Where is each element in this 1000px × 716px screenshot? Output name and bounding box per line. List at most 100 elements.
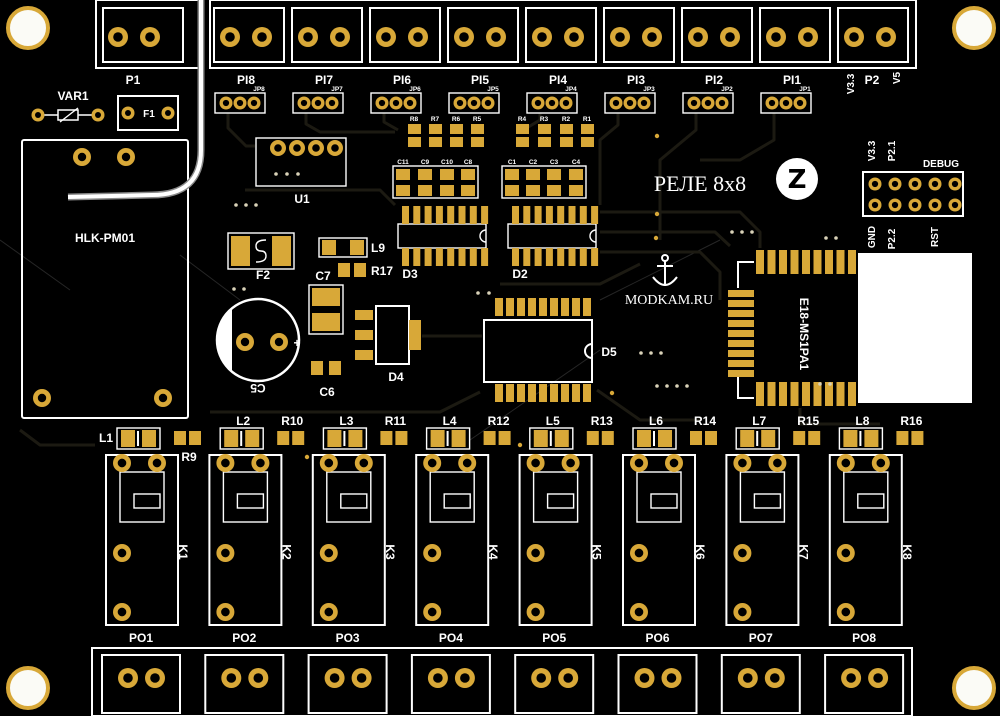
pad-drill [253, 673, 264, 683]
smd-pad [292, 431, 305, 445]
output-terminal: PO3 [307, 631, 388, 714]
debug-pin-label: GND [867, 226, 878, 248]
smd-pad [322, 240, 336, 255]
fuse-label: F1 [143, 109, 155, 120]
led-label: L6 [649, 414, 663, 428]
header-pin [637, 96, 651, 110]
ic-label: D3 [402, 267, 418, 281]
input-terminal-label: PI5 [471, 73, 489, 87]
capacitor-label: C2 [529, 159, 538, 166]
pad-drill [378, 99, 386, 107]
relay-contact [857, 493, 885, 509]
module-pad [728, 320, 754, 327]
resistor-label: R14 [694, 414, 716, 428]
copper-trace [500, 262, 641, 286]
terminal-pad [140, 27, 160, 47]
terminal-outline [447, 7, 519, 63]
input-terminal: PI3 [603, 7, 675, 87]
relay: K6 [622, 454, 707, 626]
smd-pad [471, 124, 484, 134]
relay-pin [733, 454, 752, 472]
ic-chip: D5 [483, 298, 617, 402]
pad-drill [221, 548, 230, 558]
capacitor-label: C1 [508, 159, 517, 166]
logo-letter: Z [788, 165, 807, 195]
terminal-pad [841, 668, 862, 688]
header-pin [467, 96, 481, 110]
varistor-slash [59, 107, 79, 123]
pad-drill [566, 458, 575, 468]
led-label: L8 [855, 414, 869, 428]
resistor-r17: R17 [338, 263, 393, 278]
pad-drill [891, 180, 899, 188]
capacitor-label: C9 [421, 159, 430, 166]
ic-pin [458, 206, 466, 224]
relay-contact [133, 493, 161, 509]
ic-label: D5 [601, 345, 617, 359]
jumper-label: JP4 [565, 86, 577, 93]
output-terminal: PO6 [617, 631, 698, 714]
relay-coil-outline [532, 471, 579, 523]
smd-pad [348, 430, 363, 447]
via [675, 384, 679, 388]
pad-drill [634, 607, 644, 617]
ic-body [483, 319, 593, 383]
pad-drill [427, 607, 437, 617]
relay-pin [630, 544, 648, 562]
fuse-outline [227, 232, 295, 270]
smd-pad [538, 124, 551, 134]
via [828, 382, 832, 386]
terminal-outline [204, 654, 285, 714]
jumper-label: JP7 [331, 86, 343, 93]
module-pad [836, 250, 845, 274]
pad-drill [773, 458, 782, 468]
pad-drill [871, 180, 879, 188]
capacitor-label: C11 [397, 159, 409, 166]
relay: K5 [518, 454, 604, 626]
jumper-label: JP2 [721, 86, 733, 93]
power-module: HLK-PM01 [21, 0, 205, 419]
smd-pad [395, 431, 408, 445]
terminal-pad [454, 27, 474, 47]
module-pin [33, 389, 51, 407]
led-outline [116, 427, 161, 450]
smd-pad [581, 137, 594, 147]
brand-label: MODKAM.RU [625, 293, 713, 308]
relay-outline [105, 454, 179, 626]
ic-pin [561, 298, 569, 316]
terminal-outline [101, 654, 181, 714]
resistor-label: R5 [473, 116, 482, 123]
smd-pad [429, 124, 442, 134]
relay-contact [546, 493, 575, 509]
output-terminal-label: PO5 [542, 631, 566, 645]
input-terminal-label: PI1 [783, 73, 801, 87]
input-terminal-label: PI4 [549, 73, 567, 87]
ic-pin [424, 206, 432, 224]
inductor-outline [318, 237, 368, 258]
terminal-pad [766, 27, 786, 47]
relay-pin [113, 603, 131, 621]
smd-pad [911, 431, 924, 445]
pad-drill [841, 548, 851, 558]
via [242, 287, 246, 291]
pad-drill [314, 99, 322, 107]
resistor-label: R1 [583, 116, 592, 123]
terminal-pad [486, 27, 506, 47]
relay: K3 [311, 454, 397, 626]
resistor-label: R16 [900, 414, 922, 428]
smd-pad [569, 169, 583, 180]
varistor: VAR1 [31, 89, 105, 123]
pad-drill [796, 99, 804, 107]
relay: K8 [828, 454, 914, 626]
pad-drill [381, 32, 391, 42]
input-terminal-label: PI2 [705, 73, 723, 87]
pad-drill [335, 32, 345, 42]
relay-pin [733, 603, 752, 621]
pad-drill [150, 673, 160, 683]
relay-label: K2 [279, 544, 293, 560]
led-indicator: L6 R14 [632, 414, 717, 450]
relay-pin [458, 454, 477, 472]
header-u1: U1 [255, 137, 347, 206]
ic-pin [545, 248, 553, 266]
via [639, 351, 643, 355]
